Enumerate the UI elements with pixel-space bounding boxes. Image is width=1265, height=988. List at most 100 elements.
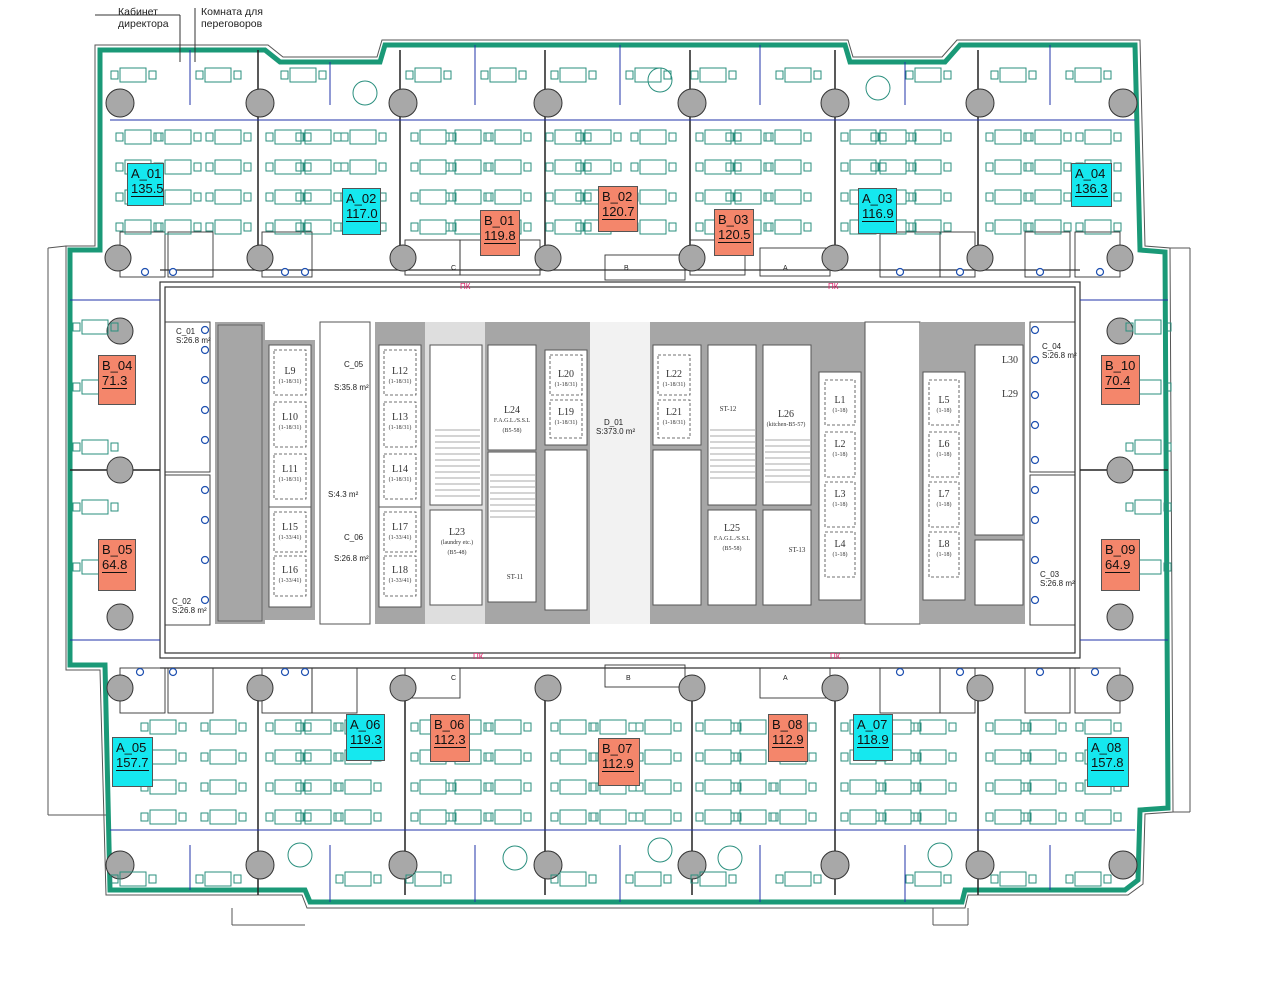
lift-l18: L18(1-33/41): [388, 565, 412, 585]
unit-id: B_05: [102, 542, 133, 557]
desk-cluster: [550, 67, 597, 83]
desk-cluster: [870, 159, 917, 175]
desk-cluster: [485, 779, 532, 795]
desk-cluster: [635, 779, 682, 795]
desk-cluster: [770, 779, 817, 795]
unit-id: A_03: [862, 191, 893, 206]
unit-b-04[interactable]: B_04 71.3: [98, 355, 136, 405]
corridor-area: S:26.8 m²: [1040, 579, 1075, 588]
unit-b-08[interactable]: B_08 112.9: [768, 714, 808, 762]
stairs: [435, 429, 810, 518]
unit-id: B_09: [1105, 542, 1136, 557]
desk-cluster: [72, 439, 119, 455]
desk-cluster: [990, 871, 1037, 887]
desk-cluster: [265, 159, 312, 175]
unit-b-01[interactable]: B_01 119.8: [480, 210, 520, 256]
desk-cluster: [340, 129, 387, 145]
lift-l11: L11(1-18/31): [278, 464, 302, 484]
unit-area: 117.0: [346, 206, 378, 222]
sanitary-fixture-icon: [955, 667, 965, 677]
desk-cluster: [1065, 871, 1112, 887]
unit-id: B_10: [1105, 358, 1136, 373]
unit-a-02[interactable]: A_02 117.0: [342, 188, 381, 235]
unit-a-07[interactable]: A_07 118.9: [853, 714, 893, 761]
corridor-c04: C_04 S:26.8 m²: [1042, 342, 1077, 360]
unit-area: 64.8: [102, 557, 128, 573]
lift-l14: L14(1-18/31): [388, 464, 412, 484]
desk-cluster: [905, 219, 952, 235]
desk-cluster: [1025, 129, 1072, 145]
lift-l19: L19(1-18/31): [554, 407, 578, 427]
sanitary-fixture-icon: [200, 375, 210, 385]
unit-a-04[interactable]: A_04 136.3: [1071, 163, 1112, 207]
meeting-room-label-line1: Комната для: [201, 6, 263, 18]
sanitary-fixture-icon: [300, 267, 310, 277]
desk-cluster: [765, 159, 812, 175]
desk-cluster: [765, 189, 812, 205]
desk-cluster: [445, 129, 492, 145]
lift-l7: L7(1-18): [936, 489, 952, 509]
desk-cluster: [695, 809, 742, 825]
unit-a-05[interactable]: A_05 157.7: [112, 737, 153, 787]
desk-cluster: [265, 719, 312, 735]
unit-a-01[interactable]: A_01 135.5: [127, 163, 164, 206]
unit-b-03[interactable]: B_03 120.5: [714, 209, 754, 256]
sanitary-fixture-icon: [200, 435, 210, 445]
desk-cluster: [295, 159, 342, 175]
unit-b-05[interactable]: B_05 64.8: [98, 539, 136, 591]
desk-cluster: [485, 749, 532, 765]
pk-marker-4: ПК: [830, 652, 841, 661]
desk-cluster: [410, 809, 457, 825]
sanitary-fixture-icon: [280, 267, 290, 277]
desk-cluster: [875, 779, 922, 795]
desk-cluster: [690, 67, 737, 83]
desk-cluster: [630, 159, 677, 175]
unit-area: 71.3: [102, 373, 128, 389]
sanitary-fixture-icon: [1090, 667, 1100, 677]
unit-id: B_01: [484, 213, 515, 228]
glass-partitions: [70, 45, 1168, 902]
desk-cluster: [205, 159, 252, 175]
desk-cluster: [690, 871, 737, 887]
corridor-c02: C_02 S:26.8 m²: [172, 597, 207, 615]
desk-cluster: [295, 719, 342, 735]
stair-st13: ST-13: [788, 546, 806, 554]
unit-b-02[interactable]: B_02 120.7: [598, 186, 638, 232]
unit-a-08[interactable]: A_08 157.8: [1087, 737, 1129, 787]
meeting-room-callout: Комната для переговоров: [201, 6, 263, 30]
unit-a-06[interactable]: A_06 119.3: [346, 714, 385, 761]
desk-cluster: [295, 749, 342, 765]
lift-l13: L13(1-18/31): [388, 412, 412, 432]
sanitary-fixture-icon: [1030, 515, 1040, 525]
unit-b-10[interactable]: B_10 70.4: [1101, 355, 1140, 405]
desk-cluster: [910, 779, 957, 795]
unit-area: 118.9: [857, 732, 889, 748]
desk-cluster: [635, 719, 682, 735]
corridor-area: S:26.8 m²: [1042, 351, 1077, 360]
desk-cluster: [905, 189, 952, 205]
desk-cluster: [635, 749, 682, 765]
unit-b-06[interactable]: B_06 112.3: [430, 714, 470, 762]
lift-l4: L4(1-18): [832, 539, 848, 559]
core-small-area: S:4.3 m²: [328, 490, 359, 499]
desk-cluster: [725, 159, 772, 175]
unit-b-07[interactable]: B_07 112.9: [598, 738, 640, 786]
desk-cluster: [205, 189, 252, 205]
sanitary-strips: [164, 321, 1076, 626]
desk-cluster: [840, 809, 887, 825]
desk-cluster: [545, 159, 592, 175]
sanitary-fixture-icon: [200, 345, 210, 355]
unit-a-03[interactable]: A_03 116.9: [858, 188, 897, 234]
desk-cluster: [905, 871, 952, 887]
desk-cluster: [410, 189, 457, 205]
marker-a-bottom: A: [783, 675, 788, 682]
desk-cluster: [410, 159, 457, 175]
unit-b-09[interactable]: B_09 64.9: [1101, 539, 1140, 591]
desk-cluster: [1065, 67, 1112, 83]
desk-cluster: [1125, 439, 1172, 455]
desk-cluster: [1025, 159, 1072, 175]
sanitary-fixture-icon: [200, 595, 210, 605]
desk-cluster: [72, 319, 119, 335]
callout-leaders: [95, 8, 196, 62]
sanitary-fixture-icon: [1030, 355, 1040, 365]
